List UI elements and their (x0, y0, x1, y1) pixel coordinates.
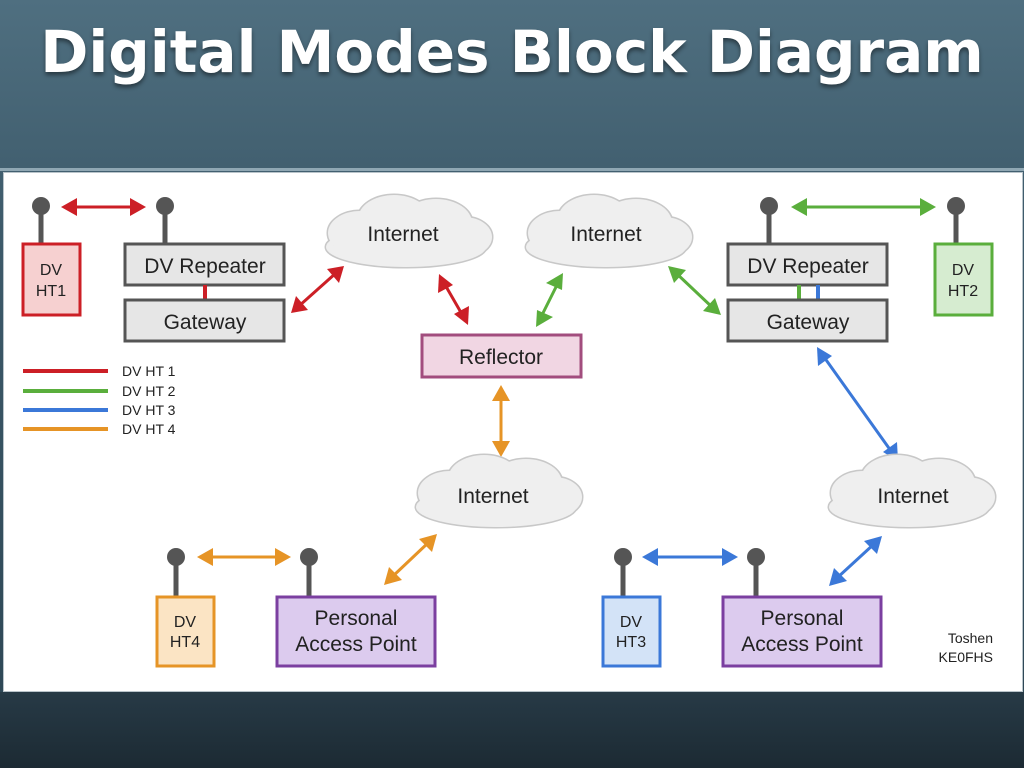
personal-access-point-left (275, 595, 437, 668)
legend-label-ht1: DV HT 1 (122, 363, 176, 379)
internet-cloud-bottom-right: Internet (827, 453, 997, 529)
dv-ht3-line2: HT3 (616, 634, 646, 651)
antenna-pap-left (300, 548, 318, 597)
bottom-band (0, 692, 1024, 768)
reflector-label: Reflector (459, 346, 543, 369)
link-gateway-right-internet (817, 347, 898, 461)
dv-ht3-line1: DV (620, 614, 643, 631)
link-gateway-left-internet (291, 266, 344, 313)
pap-right-line1: Personal (761, 607, 844, 630)
reflector-box (420, 333, 583, 379)
internet-cloud-center-top: Internet (524, 193, 694, 269)
credit-callsign: KE0FHS (939, 649, 993, 665)
dv-ht1-box (21, 242, 82, 317)
antenna-repeater-right (760, 197, 778, 244)
internet-label-center-top: Internet (570, 223, 641, 246)
diagram-panel: Internet Internet Internet Internet DV R… (3, 172, 1023, 692)
legend-label-ht2: DV HT 2 (122, 383, 176, 399)
dv-repeater-right-label: DV Repeater (747, 255, 868, 278)
pap-left-line1: Personal (315, 607, 398, 630)
antenna-ht3 (614, 548, 632, 597)
pap-left-line2: Access Point (295, 633, 417, 656)
dv-ht2-line2: HT2 (948, 283, 978, 300)
legend-label-ht3: DV HT 3 (122, 402, 176, 418)
gateway-left-label: Gateway (164, 311, 247, 334)
link-ht1-repeater (61, 198, 146, 216)
link-reflector-internet-orange (492, 385, 510, 457)
antenna-ht4 (167, 548, 185, 597)
title-divider (0, 168, 1024, 171)
internet-cloud-bottom-left: Internet (414, 453, 584, 529)
dv-ht4-line1: DV (174, 614, 197, 631)
dv-repeater-right (726, 242, 889, 287)
link-ht3-pap (642, 548, 738, 566)
dv-ht1-line2: HT1 (36, 283, 66, 300)
antenna-ht1 (32, 197, 50, 244)
internet-label-left: Internet (367, 223, 438, 246)
antenna-pap-right (747, 548, 765, 597)
legend-label-ht4: DV HT 4 (122, 421, 176, 437)
gateway-right (726, 298, 889, 343)
pap-right-line2: Access Point (741, 633, 863, 656)
dv-ht1-line1: DV (40, 262, 63, 279)
dv-ht3-box (601, 595, 662, 668)
dv-repeater-left (123, 242, 286, 287)
link-ht4-pap (197, 548, 291, 566)
antenna-ht2 (947, 197, 965, 244)
link-internet-pap-right (829, 536, 882, 586)
link-internet-pap-left (384, 534, 437, 585)
personal-access-point-right (721, 595, 883, 668)
dv-ht2-line1: DV (952, 262, 975, 279)
antenna-repeater-left (156, 197, 174, 244)
link-internet-reflector-red (438, 274, 469, 325)
dv-ht4-line2: HT4 (170, 634, 200, 651)
credit-author: Toshen (948, 630, 993, 646)
internet-label-bottom-left: Internet (457, 485, 528, 508)
dv-ht4-box (155, 595, 216, 668)
block-diagram: Internet Internet Internet Internet DV R… (21, 193, 997, 668)
legend: DV HT 1 DV HT 2 DV HT 3 DV HT 4 (23, 363, 176, 437)
gateway-left (123, 298, 286, 343)
link-reflector-internet-green (536, 273, 563, 327)
link-internet-gateway-right (668, 266, 721, 315)
slide-title: Digital Modes Block Diagram (40, 18, 984, 86)
internet-label-bottom-right: Internet (877, 485, 948, 508)
link-repeater-ht2 (791, 198, 936, 216)
dv-repeater-left-label: DV Repeater (144, 255, 265, 278)
dv-ht2-box (933, 242, 994, 317)
gateway-right-label: Gateway (767, 311, 850, 334)
internet-cloud-left: Internet (324, 193, 494, 269)
